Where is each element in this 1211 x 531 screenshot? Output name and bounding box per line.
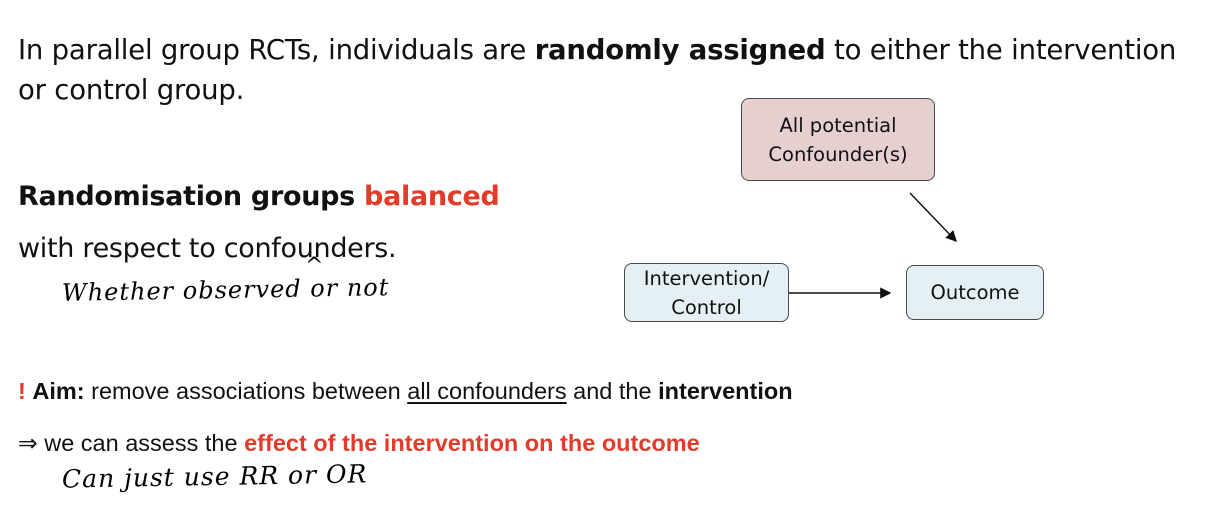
- intro-after: to either the intervention or control gr…: [18, 34, 1177, 106]
- confounder-box-line1: All potential: [779, 113, 897, 137]
- randomisation-subtitle: with respect to confounders.: [18, 233, 397, 264]
- confounder-to-outcome-arrow: [909, 192, 957, 243]
- confounder-box-line2: Confounder(s): [768, 142, 908, 166]
- randomisation-title: Randomisation groups balanced: [18, 181, 500, 212]
- assess-line: ⇒ we can assess the effect of the interv…: [18, 429, 700, 457]
- aim-text1: remove associations between: [84, 378, 408, 404]
- implies-arrow-icon: ⇒: [18, 430, 38, 456]
- intro-bold: randomly assigned: [534, 34, 826, 66]
- aim-underlined: all confounders: [407, 378, 567, 404]
- aim-text2: and the: [566, 378, 659, 404]
- intro-text: In parallel group RCTs, individuals are …: [18, 30, 1203, 110]
- outcome-box-label: Outcome: [930, 281, 1020, 304]
- handwritten-caret-icon: ^: [305, 254, 325, 279]
- aim-bold: intervention: [658, 378, 793, 404]
- randomisation-title-red: balanced: [364, 181, 500, 212]
- confounder-box: All potential Confounder(s): [741, 98, 935, 181]
- handwritten-note-observed: Whether observed or not: [61, 273, 390, 307]
- intervention-box-line1: Intervention/: [643, 266, 770, 290]
- assess-red-text: effect of the intervention on the outcom…: [244, 430, 700, 456]
- intervention-box: Intervention/ Control: [624, 263, 789, 322]
- exclamation-icon: !: [18, 378, 26, 404]
- aim-line: ! Aim: remove associations between all c…: [18, 378, 793, 405]
- intro-before: In parallel group RCTs, individuals are: [18, 34, 535, 66]
- randomisation-title-black: Randomisation groups: [18, 181, 365, 212]
- intervention-box-line2: Control: [671, 295, 742, 319]
- aim-label: Aim:: [32, 378, 85, 404]
- handwritten-note-rr-or: Can just use RR or OR: [61, 459, 368, 494]
- assess-text: we can assess the: [37, 430, 245, 456]
- outcome-box: Outcome: [906, 265, 1044, 320]
